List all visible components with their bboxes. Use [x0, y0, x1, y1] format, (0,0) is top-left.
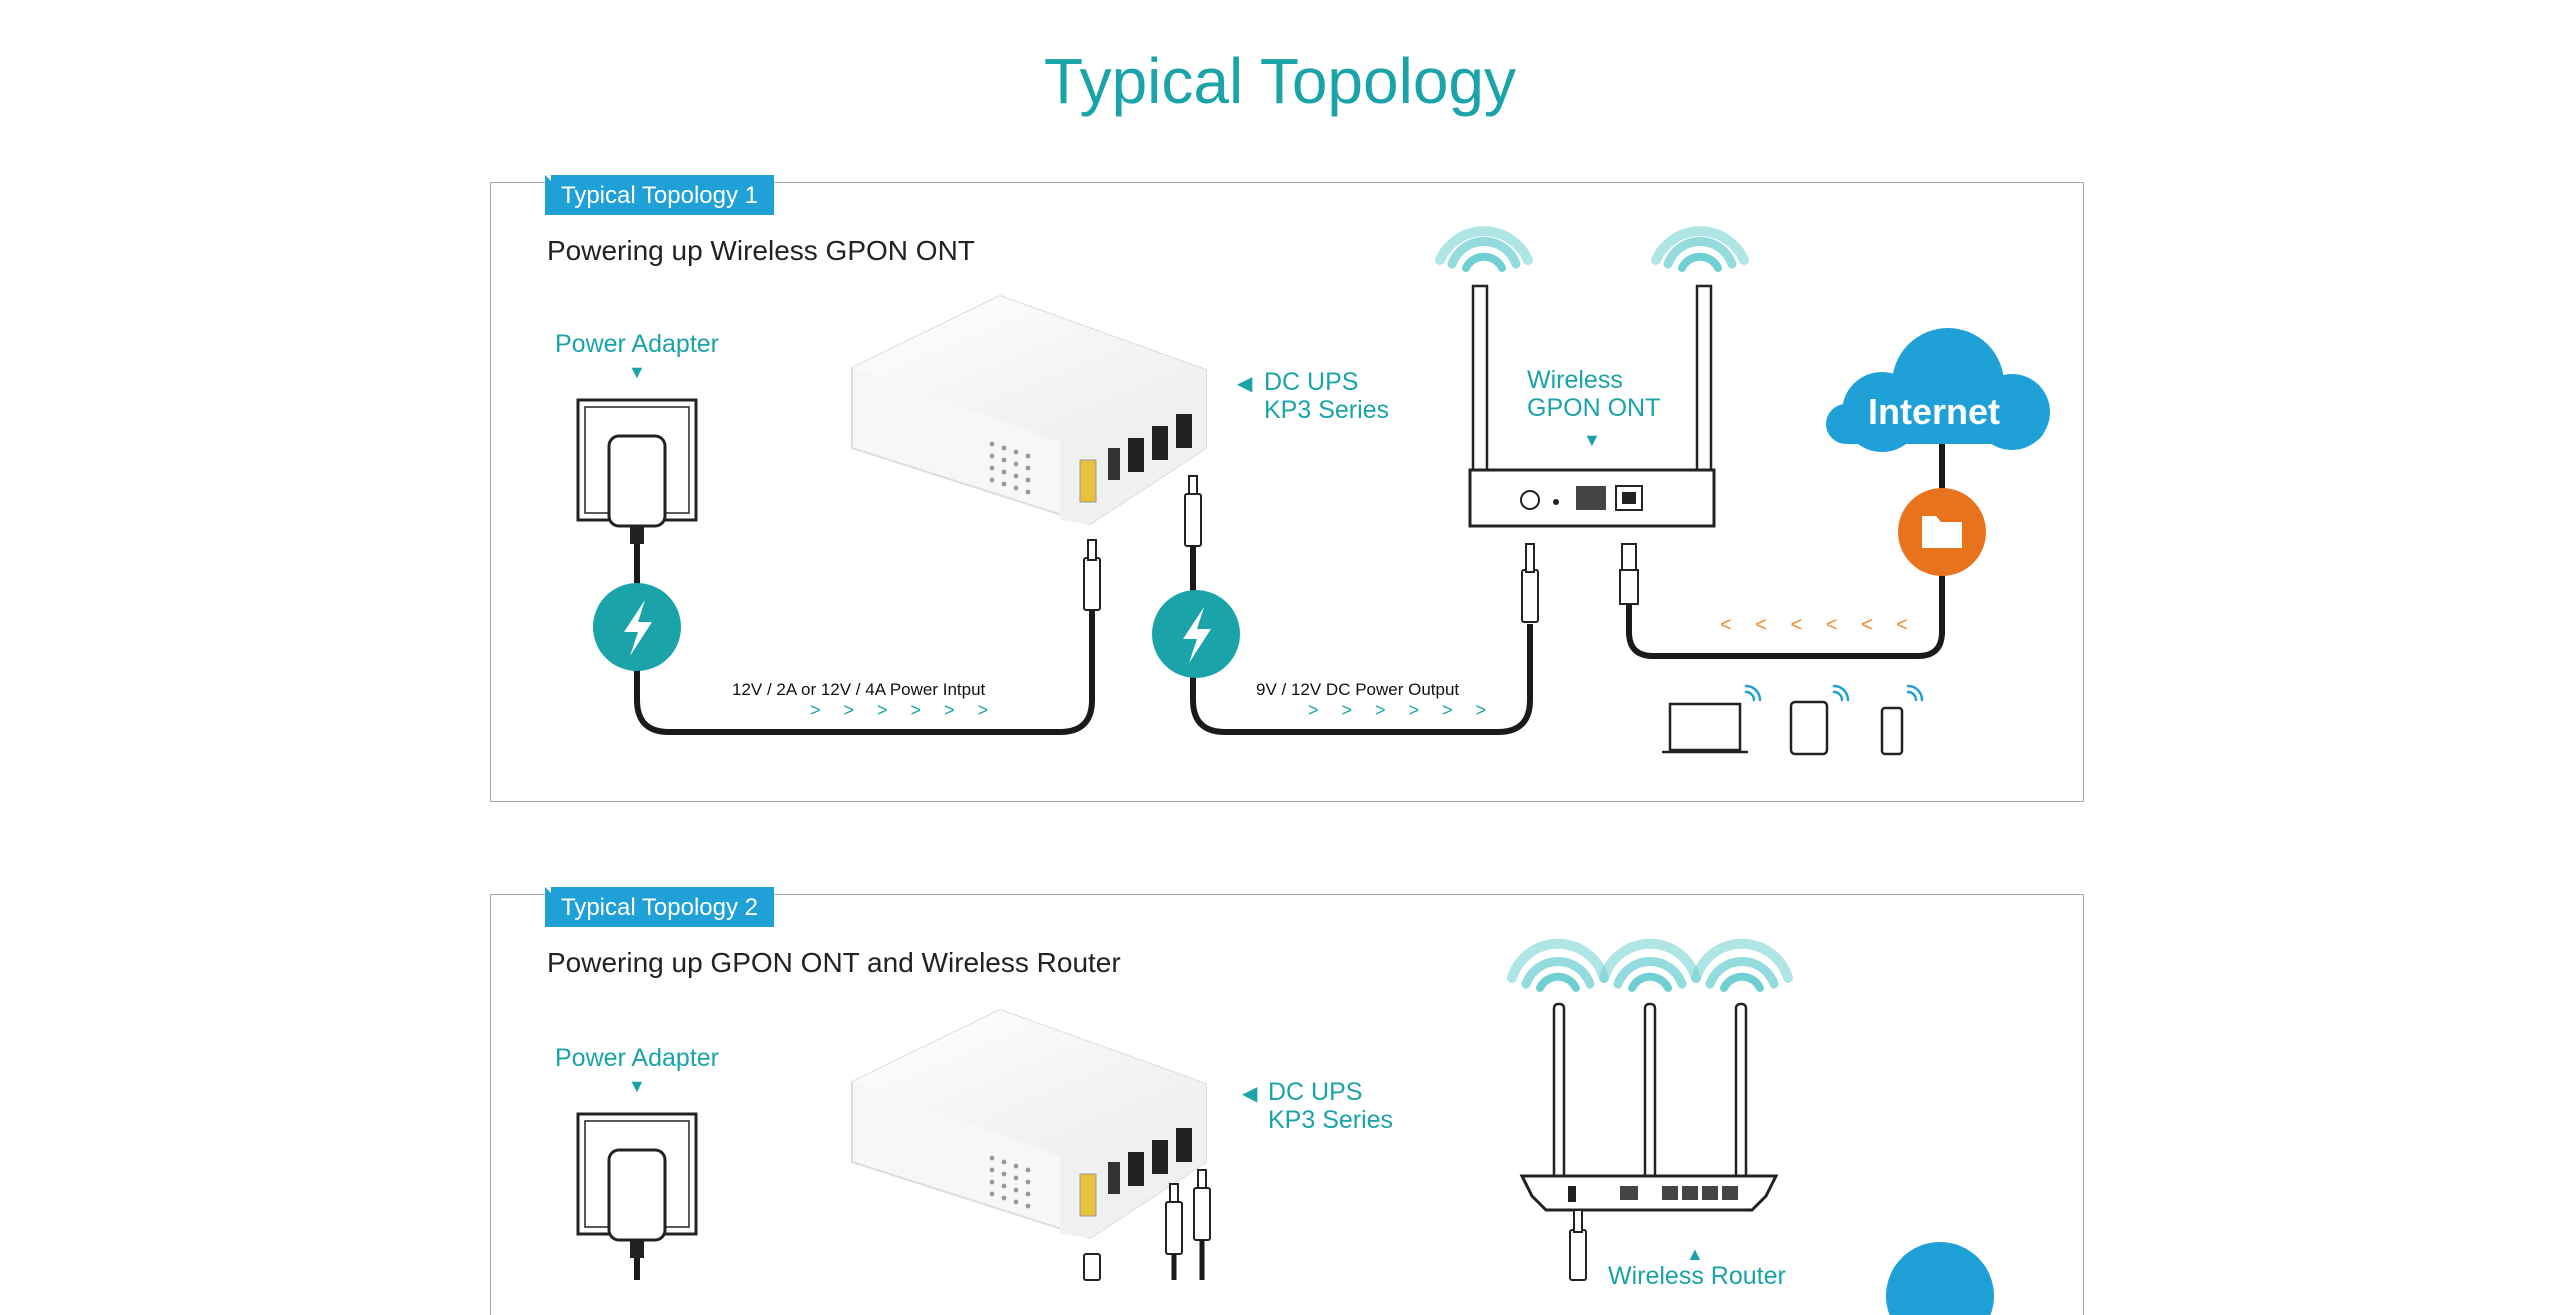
lightning-icon: [1152, 590, 1240, 678]
topology-2-panel: Typical Topology 2 Powering up GPON ONT …: [490, 887, 2084, 1315]
laptop-icon: [1662, 702, 1748, 754]
ont-label-line2: GPON ONT: [1527, 394, 1661, 422]
topology-2-subtitle: Powering up GPON ONT and Wireless Router: [547, 947, 1121, 978]
lightning-icon: [593, 583, 681, 671]
wall-socket-icon: [576, 398, 698, 544]
wifi-signal-icon: [1435, 226, 1533, 272]
topology-1-panel: Typical Topology 1 Powering up Wireless …: [490, 175, 2084, 802]
wifi-small-icon: [1744, 684, 1924, 702]
ont-arrow: ▼: [1583, 430, 1601, 450]
ups-label-2-line2: KP3 Series: [1268, 1106, 1394, 1134]
ont-label-line1: Wireless: [1527, 366, 1623, 394]
dc-plug-icon: [1083, 539, 1101, 611]
internet-cloud-icon: [1886, 1242, 1994, 1315]
output-power-label: 9V / 12V DC Power Output: [1256, 680, 1460, 699]
topology-1-tab: Typical Topology 1: [545, 175, 775, 215]
internet-cloud-icon: [1826, 328, 2050, 452]
dc-plug-icon: [1083, 1253, 1101, 1281]
folder-icon: [1898, 488, 1986, 576]
fiber-connector-icon: [1619, 543, 1639, 605]
ups-label-2-line1: DC UPS: [1268, 1078, 1363, 1106]
wall-socket-icon: [576, 1112, 698, 1280]
ups-arrow-2: ◀: [1242, 1083, 1258, 1105]
input-cable: [634, 544, 1095, 735]
topology-1-subtitle: Powering up Wireless GPON ONT: [547, 235, 975, 266]
internet-label: Internet: [1868, 391, 2000, 432]
power-adapter-label-2: Power Adapter: [555, 1044, 719, 1072]
topology-graphics: Internet: [576, 226, 2050, 1315]
topology-2-tab: Typical Topology 2: [545, 887, 775, 927]
power-adapter-arrow: ▼: [628, 362, 646, 382]
dc-ups-device-icon: [851, 294, 1207, 526]
wireless-router-device-icon: [1519, 1002, 1779, 1281]
fiber-cable: [1626, 428, 1945, 659]
output-flow-arrows: > > > > > >: [1308, 700, 1496, 720]
phone-icon: [1880, 706, 1904, 756]
wireless-ont-device-icon: [1468, 284, 1716, 528]
ups-label-line2: KP3 Series: [1264, 396, 1390, 424]
input-flow-arrows: > > > > > >: [810, 700, 998, 720]
ups-label-line1: DC UPS: [1264, 368, 1359, 396]
router-arrow: ▲: [1686, 1244, 1704, 1264]
ups-arrow: ◀: [1237, 373, 1253, 395]
dc-plug-ont-icon: [1521, 543, 1539, 623]
internet-flow-arrows: < < < < < <: [1720, 614, 1917, 636]
dual-dc-plug-icon: [1165, 1169, 1211, 1280]
wifi-signal-icon: [1651, 226, 1749, 272]
page-title: Typical Topology: [1044, 45, 1516, 117]
dc-ups-device-icon: [851, 1008, 1207, 1240]
wifi-signal-icon: [1507, 938, 1793, 992]
input-power-label: 12V / 2A or 12V / 4A Power Intput: [732, 680, 986, 699]
power-adapter-arrow-2: ▼: [628, 1076, 646, 1096]
tablet-icon: [1789, 700, 1829, 756]
power-adapter-label: Power Adapter: [555, 330, 719, 358]
dc-plug-out-icon: [1184, 475, 1202, 547]
output-cable: [1190, 546, 1533, 735]
